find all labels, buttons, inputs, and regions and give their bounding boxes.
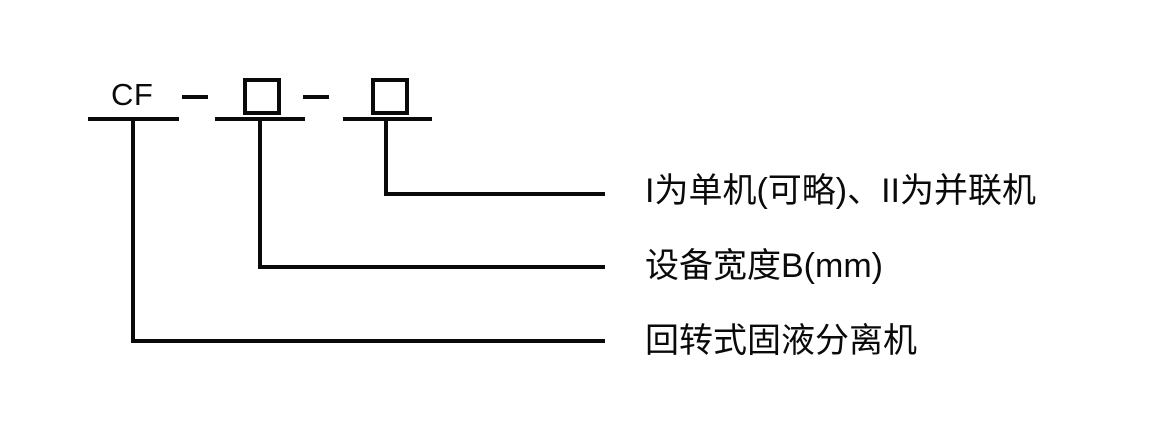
callout-line-width [258,265,605,269]
callout-label-series: 回转式固液分离机 [645,322,917,360]
placeholder-box-1 [243,78,281,115]
callout-stem-variant [384,117,388,196]
callout-stem-series [131,117,135,343]
callout-label-width: 设备宽度B(mm) [645,247,883,285]
callout-stem-width [258,117,262,269]
separator-dash-2 [303,95,329,99]
callout-line-variant [384,192,605,196]
separator-dash-1 [182,95,208,99]
callout-line-series [131,339,605,343]
callout-label-variant: I为单机(可略)、II为并联机 [645,172,1036,210]
placeholder-box-2 [371,78,409,115]
model-prefix-text: CF [111,77,154,112]
